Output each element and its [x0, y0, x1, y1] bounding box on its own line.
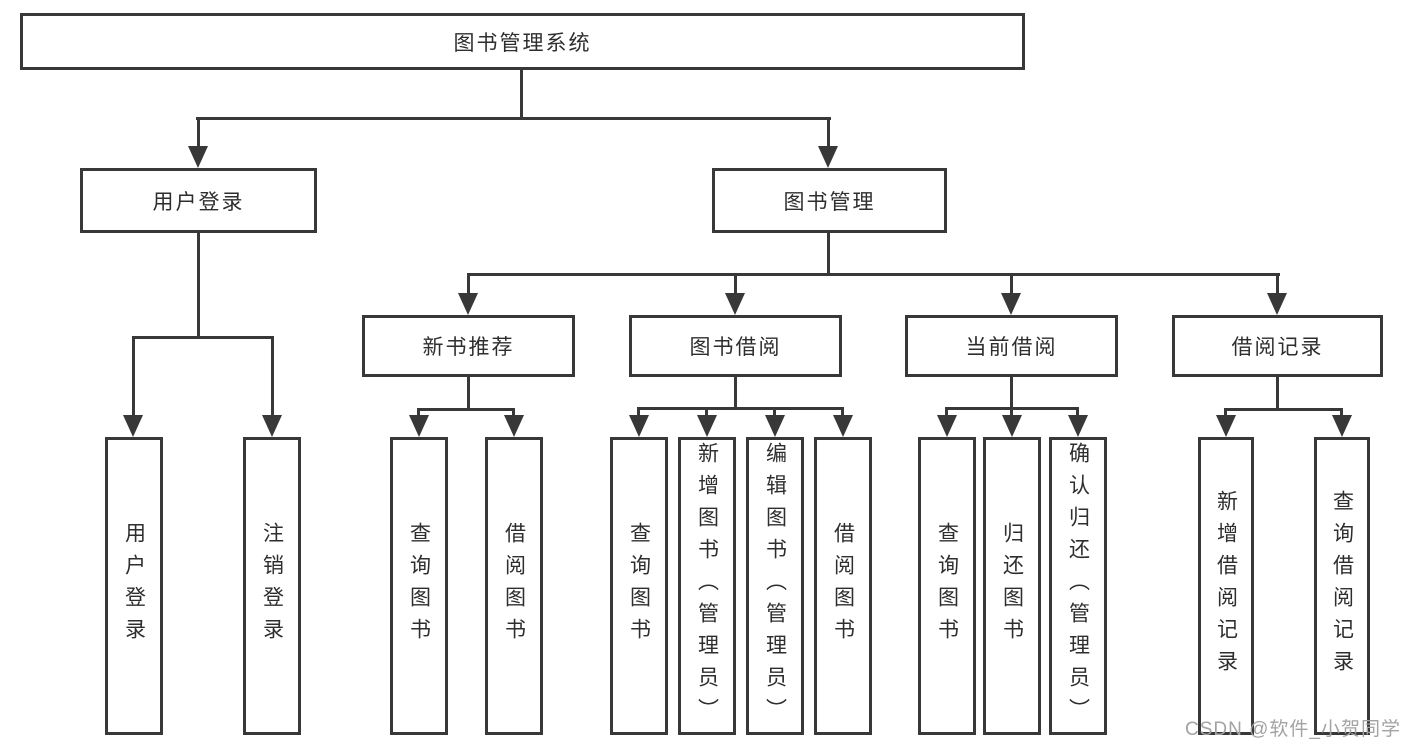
- arrow-down-icon: [458, 293, 478, 315]
- leaf-search-books: 查询图书: [390, 437, 448, 735]
- connector-line: [734, 377, 737, 407]
- connector-line: [1224, 408, 1227, 417]
- connector-line: [512, 408, 515, 417]
- arrow-down-icon: [262, 415, 282, 437]
- leaf-return-books: 归还图书: [983, 437, 1041, 735]
- arrow-down-icon: [1001, 293, 1021, 315]
- connector-line: [417, 408, 515, 411]
- connector-line: [197, 117, 200, 148]
- leaf-logout: 注销登录: [243, 437, 301, 735]
- csdn-watermark: CSDN @软件_小贺同学: [1185, 719, 1401, 740]
- connector-line: [520, 69, 523, 117]
- node-user-login: 用户登录: [80, 168, 317, 233]
- arrow-down-icon: [409, 415, 429, 437]
- leaf-search-books: 查询图书: [610, 437, 668, 735]
- arrow-down-icon: [629, 415, 649, 437]
- connector-line: [637, 407, 640, 417]
- connector-line: [1010, 407, 1013, 417]
- node-new-book-recommend: 新书推荐: [362, 315, 575, 377]
- arrow-down-icon: [725, 293, 745, 315]
- connector-line: [467, 377, 470, 408]
- node-book-management: 图书管理: [712, 168, 947, 233]
- connector-line: [945, 407, 948, 417]
- arrow-down-icon: [833, 415, 853, 437]
- leaf-search-books: 查询图书: [918, 437, 976, 735]
- connector-line: [467, 273, 1280, 276]
- leaf-borrow-books: 借阅图书: [485, 437, 543, 735]
- connector-line: [1276, 377, 1279, 408]
- arrow-down-icon: [504, 415, 524, 437]
- connector-line: [467, 273, 470, 295]
- connector-line: [841, 407, 844, 417]
- leaf-borrow-books: 借阅图书: [814, 437, 872, 735]
- arrow-down-icon: [1002, 415, 1022, 437]
- connector-line: [197, 233, 200, 336]
- arrow-down-icon: [818, 146, 838, 168]
- connector-line: [1010, 377, 1013, 407]
- arrow-down-icon: [188, 146, 208, 168]
- connector-line: [705, 407, 708, 417]
- node-library-management-system: 图书管理系统: [20, 13, 1025, 70]
- connector-line: [773, 407, 776, 417]
- connector-line: [1010, 273, 1013, 295]
- connector-line: [1076, 407, 1079, 417]
- arrow-down-icon: [1216, 415, 1236, 437]
- arrow-down-icon: [697, 415, 717, 437]
- leaf-add-books-admin: 新增图书（管理员）: [678, 437, 736, 735]
- connector-line: [734, 273, 737, 295]
- connector-line: [417, 408, 420, 417]
- connector-line: [1224, 408, 1343, 411]
- node-book-borrowing: 图书借阅: [629, 315, 842, 377]
- connector-line: [132, 336, 135, 417]
- arrow-down-icon: [1068, 415, 1088, 437]
- connector-line: [637, 407, 844, 410]
- leaf-add-borrow-record: 新增借阅记录: [1198, 437, 1254, 735]
- arrow-down-icon: [1332, 415, 1352, 437]
- connector-line: [827, 233, 830, 273]
- leaf-search-borrow-record: 查询借阅记录: [1314, 437, 1370, 735]
- arrow-down-icon: [765, 415, 785, 437]
- leaf-edit-books-admin: 编辑图书（管理员）: [746, 437, 804, 735]
- connector-line: [132, 336, 274, 339]
- connector-line: [271, 336, 274, 417]
- connector-line: [827, 117, 830, 148]
- leaf-confirm-return-admin: 确认归还（管理员）: [1049, 437, 1107, 735]
- connector-line: [1340, 408, 1343, 417]
- arrow-down-icon: [123, 415, 143, 437]
- connector-line: [1276, 273, 1279, 295]
- node-borrowing-records: 借阅记录: [1172, 315, 1383, 377]
- arrow-down-icon: [1267, 293, 1287, 315]
- arrow-down-icon: [937, 415, 957, 437]
- connector-line: [196, 117, 831, 120]
- node-current-borrowing: 当前借阅: [905, 315, 1118, 377]
- leaf-user-login: 用户登录: [105, 437, 163, 735]
